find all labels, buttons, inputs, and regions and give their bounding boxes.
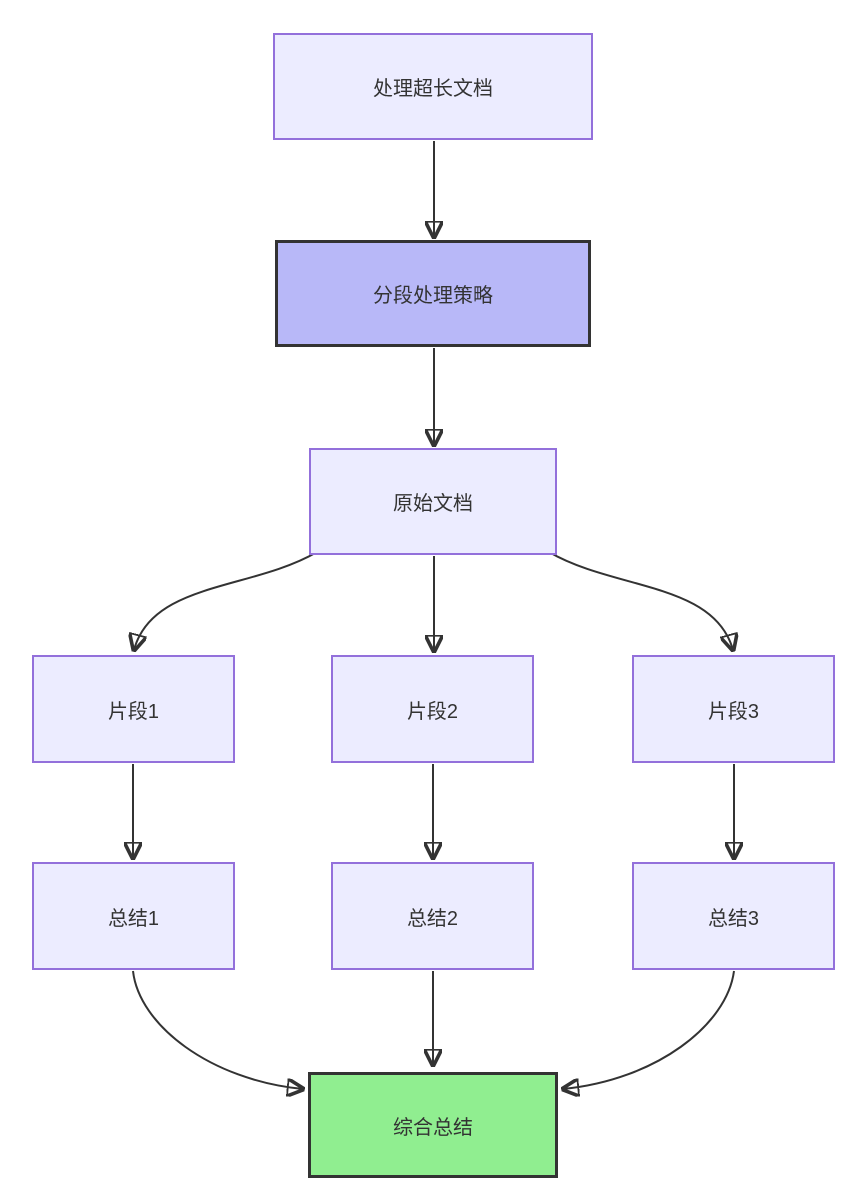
node-summary-2: 总结2 — [331, 862, 534, 970]
edge-E3-F — [563, 970, 735, 1089]
node-label: 片段1 — [107, 700, 160, 723]
node-label: 分段处理策略 — [373, 285, 493, 307]
node-label: 总结2 — [406, 907, 459, 930]
edge-C-D3 — [548, 551, 733, 650]
node-original-document: 原始文档 — [309, 448, 557, 555]
node-label: 综合总结 — [393, 1116, 473, 1139]
node-label: 片段3 — [707, 700, 760, 723]
node-label: 总结3 — [707, 907, 760, 930]
node-fragment-3: 片段3 — [632, 655, 835, 763]
node-summary-1: 总结1 — [32, 862, 235, 970]
edge-C-D1 — [134, 551, 318, 650]
edge-E1-F — [132, 970, 303, 1089]
node-label: 原始文档 — [393, 493, 473, 515]
node-process-long-document: 处理超长文档 — [273, 33, 593, 140]
node-label: 总结1 — [107, 907, 160, 930]
node-label: 处理超长文档 — [373, 78, 493, 100]
node-fragment-1: 片段1 — [32, 655, 235, 763]
node-label: 片段2 — [406, 700, 459, 723]
node-fragment-2: 片段2 — [331, 655, 534, 763]
node-summary-3: 总结3 — [632, 862, 835, 970]
node-final-summary: 综合总结 — [308, 1072, 558, 1178]
node-segmentation-strategy: 分段处理策略 — [275, 240, 591, 347]
